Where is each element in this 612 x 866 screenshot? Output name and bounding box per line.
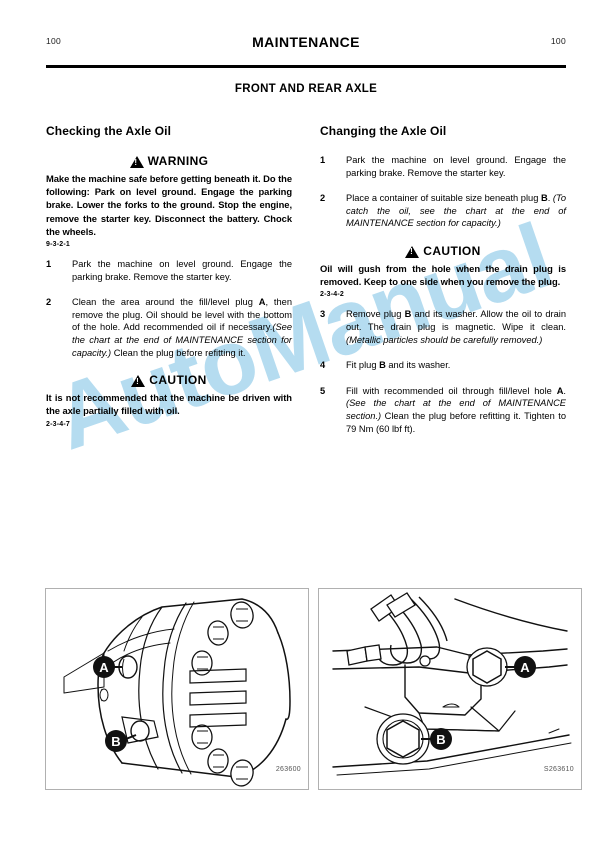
left-column: Checking the Axle Oil WARNING Make the m… [46, 124, 292, 438]
page-number-right: 100 [550, 36, 566, 46]
step-number: 5 [320, 385, 326, 396]
step-text: Remove plug B and its washer. Allow the … [346, 309, 566, 345]
svg-text:B: B [436, 732, 445, 747]
numbered-step: 1 Park the machine on level ground. Engag… [320, 154, 566, 179]
right-column-heading: Changing the Axle Oil [320, 124, 447, 138]
right-steps-after-list: 3 Remove plug B and its washer. Allow the… [320, 308, 566, 435]
callout-b-marker [430, 728, 452, 750]
caution-heading-left: CAUTION [46, 373, 292, 388]
page-title: MAINTENANCE [252, 34, 360, 50]
svg-text:A: A [520, 660, 530, 675]
page-header: 100 MAINTENANCE 100 [46, 34, 566, 54]
warning-box: WARNING Make the machine safe before get… [46, 154, 292, 248]
callout-a-marker [93, 656, 115, 678]
numbered-step: 1 Park the machine on level ground. Engag… [46, 258, 292, 283]
numbered-step: 4 Fit plug B and its washer. [320, 359, 566, 372]
warning-label: WARNING [147, 154, 209, 168]
section-title: FRONT AND REAR AXLE [234, 83, 378, 95]
svg-text:B: B [111, 734, 120, 749]
step-number: 1 [320, 155, 326, 165]
numbered-step: 3 Remove plug B and its washer. Allow the… [320, 308, 566, 346]
warning-text: Make the machine safe before getting ben… [46, 173, 292, 237]
caution-text-left: It is not recommended that the machine b… [46, 392, 292, 417]
callout-a-marker [514, 656, 536, 678]
numbered-step: 2 Clean the area around the fill/level pl… [46, 296, 292, 359]
caution-triangle-icon [405, 245, 420, 258]
caution-label-left: CAUTION [149, 373, 207, 388]
step-number: 4 [320, 360, 326, 371]
step-number: 1 [46, 259, 52, 270]
right-steps-before-list: 1 Park the machine on level ground. Engag… [320, 154, 566, 230]
step-number: 3 [320, 309, 326, 320]
caution-code-right: 2-3-4-2 [320, 291, 344, 299]
caution-label-right: CAUTION [423, 243, 481, 258]
step-text: Clean the area around the fill/level plu… [72, 297, 293, 358]
step-text: Fit plug B and its washer. [346, 360, 451, 371]
step-text: Fill with recommended oil through fill/l… [346, 385, 566, 434]
figure-axle-hub: A B 263600 [45, 588, 309, 790]
step-number: 2 [320, 193, 326, 204]
caution-box-left: CAUTION It is not recommended that the m… [46, 373, 292, 427]
figure-code-left: 263600 [275, 766, 301, 773]
step-text: Park the machine on level ground. Engage… [346, 155, 566, 178]
step-text: Place a container of suitable size benea… [346, 193, 566, 229]
left-steps-list: 1 Park the machine on level ground. Engag… [46, 258, 292, 359]
numbered-step: 2 Place a container of suitable size bene… [320, 192, 566, 230]
plug-b-hex [376, 713, 430, 765]
figure-axle-housing: A B S263610 [318, 588, 582, 790]
figure-axle-hub-drawing: A B [63, 598, 291, 787]
caution-triangle-icon [131, 375, 146, 388]
left-column-heading: Checking the Axle Oil [46, 124, 172, 138]
figure-code-right: S263610 [543, 766, 574, 773]
warning-heading: WARNING [46, 154, 292, 168]
header-divider [46, 65, 566, 68]
callout-b-marker [105, 730, 127, 752]
page-number-left: 100 [46, 36, 62, 46]
caution-text-right: Oil will gush from the hole when the dra… [320, 262, 566, 288]
warning-code: 9-3-2-1 [46, 241, 70, 249]
caution-code-left: 2-3-4-7 [46, 420, 70, 428]
figure-axle-housing-drawing: A B [332, 592, 572, 776]
caution-box-right: CAUTION Oil will gush from the hole when… [320, 244, 566, 298]
svg-text:A: A [99, 660, 109, 675]
right-column: Changing the Axle Oil 1 Park the machine … [320, 124, 566, 448]
plug-a-hex [466, 647, 508, 687]
step-number: 2 [46, 297, 52, 308]
numbered-step: 5 Fill with recommended oil through fill/… [320, 385, 566, 435]
warning-triangle-icon [129, 156, 144, 168]
caution-heading-right: CAUTION [320, 244, 566, 258]
step-text: Park the machine on level ground. Engage… [72, 259, 292, 282]
